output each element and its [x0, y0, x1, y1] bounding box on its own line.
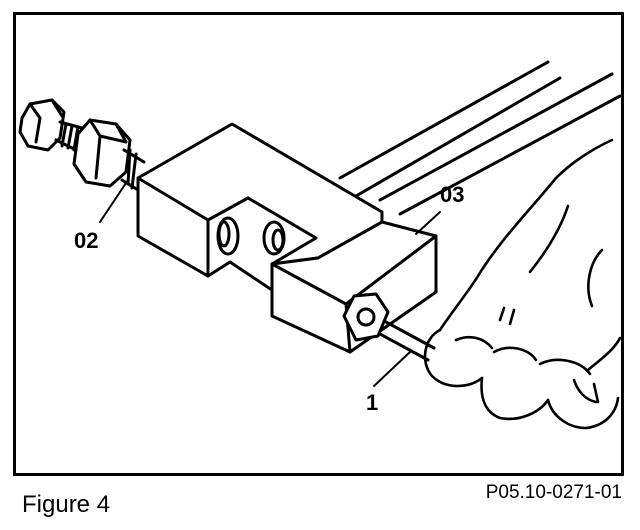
figure-caption: Figure 4: [22, 491, 111, 518]
callout-label-03: 03: [440, 182, 465, 207]
pin-1: [378, 320, 436, 362]
hand: [423, 138, 622, 430]
pipe-lower: [378, 72, 622, 216]
main-block: [136, 122, 384, 292]
leader-line-1: [373, 351, 411, 387]
lower-block-03: [270, 220, 438, 354]
union-nut: [18, 98, 66, 152]
pipe-upper: [338, 60, 562, 198]
callout-label-1: 1: [366, 390, 379, 415]
leader-line-03: [415, 211, 441, 235]
leader-line-02: [99, 179, 129, 223]
hex-nut-02: [72, 118, 132, 188]
hex-bolt: [342, 292, 390, 342]
threaded-section-right: [120, 148, 146, 192]
figure-code: P05.10-0271-01: [485, 482, 622, 503]
callout-label-02: 02: [74, 228, 99, 253]
